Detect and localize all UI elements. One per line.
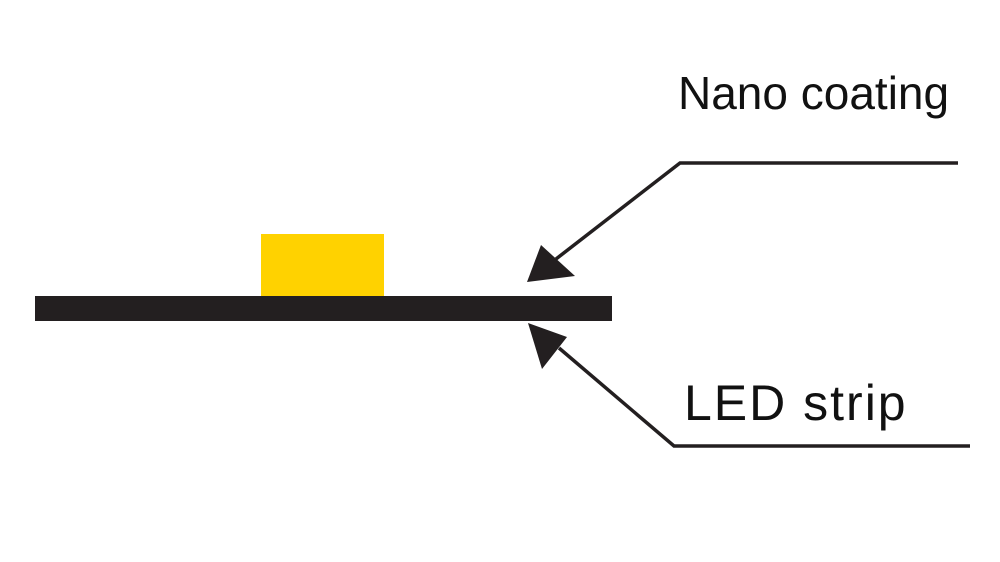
led-strip-base <box>35 296 612 321</box>
led-chip <box>261 234 384 298</box>
nano-coating-label: Nano coating <box>678 67 950 119</box>
nano-coating-leader-line <box>554 161 958 261</box>
led-strip-arrowhead <box>528 323 567 369</box>
led-strip-leader-line <box>557 346 970 448</box>
nano-coating-arrowhead <box>527 245 575 282</box>
led-strip-label: LED strip <box>684 375 908 431</box>
led-strip-pointer <box>528 323 970 448</box>
nano-coating-pointer <box>527 161 958 282</box>
